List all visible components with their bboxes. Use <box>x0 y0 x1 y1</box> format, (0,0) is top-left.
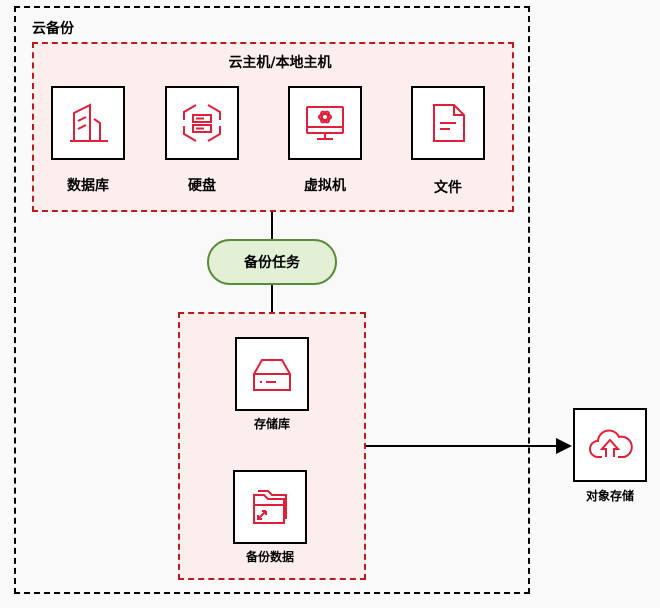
backup-data-node[interactable] <box>233 470 307 544</box>
vm-node[interactable] <box>288 86 362 160</box>
repository-label: 存储库 <box>253 417 290 431</box>
disk-node[interactable] <box>165 86 239 160</box>
backup-task[interactable]: 备份任务 <box>207 239 337 285</box>
object-storage-node[interactable] <box>573 408 647 482</box>
file-icon <box>433 104 465 142</box>
backup-data-label: 备份数据 <box>245 550 294 564</box>
building-icon <box>70 103 108 142</box>
folder-icon <box>253 490 287 524</box>
repository-node[interactable] <box>235 337 309 411</box>
file-node[interactable] <box>411 86 485 160</box>
object-storage-label: 对象存储 <box>585 489 634 503</box>
database-label: 数据库 <box>67 178 109 194</box>
vm-monitor-icon <box>306 106 344 140</box>
storage-box-icon <box>253 359 291 391</box>
vm-label: 虚拟机 <box>304 178 346 194</box>
disk-icon <box>183 104 221 142</box>
cloud-upload-icon <box>589 429 633 458</box>
cloud-backup-group <box>14 6 530 594</box>
file-label: 文件 <box>434 180 462 196</box>
hosts-group-title: 云主机/本地主机 <box>228 55 332 71</box>
cloud-backup-title: 云备份 <box>32 21 74 37</box>
database-node[interactable] <box>51 86 125 160</box>
disk-label: 硬盘 <box>188 178 216 194</box>
